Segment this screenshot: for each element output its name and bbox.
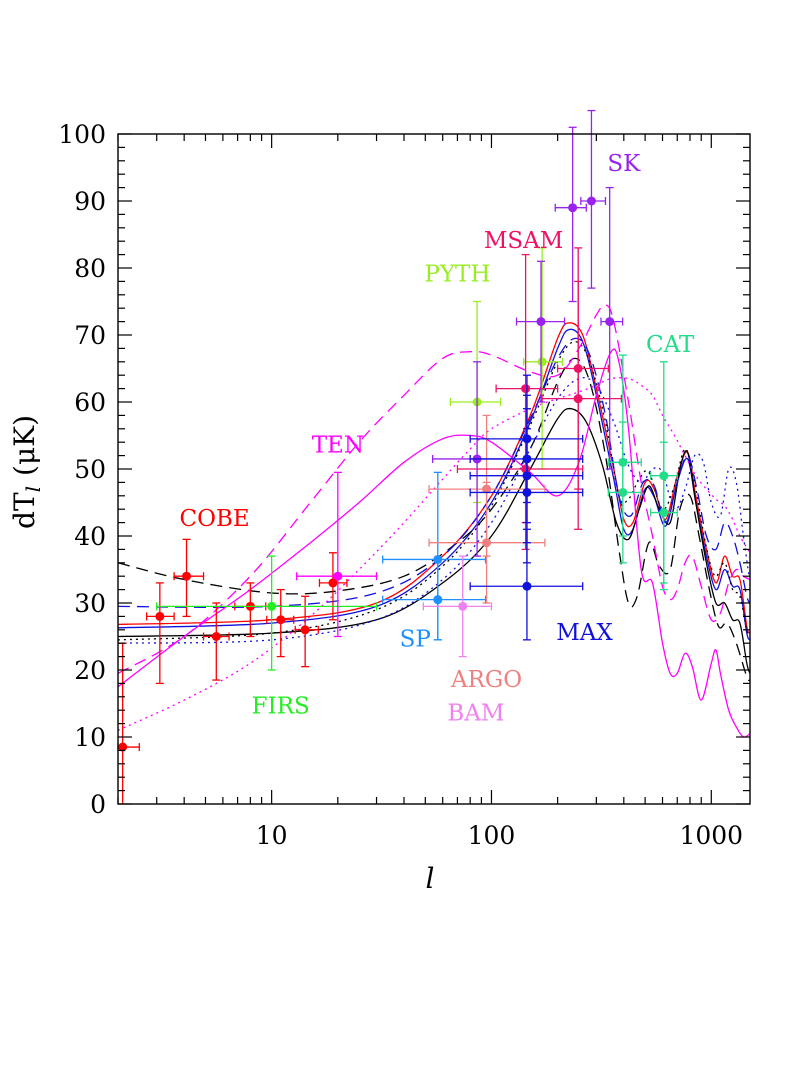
model-curve-9 [118, 304, 750, 674]
experiment-label-pyth: PYTH [424, 261, 490, 287]
y-tick-label-0: 0 [90, 790, 106, 819]
experiment-label-cat: CAT [646, 332, 695, 358]
cobe-point-3 [173, 538, 205, 618]
ten-marker-1 [333, 571, 343, 581]
y-axis-label-main: dT [8, 492, 41, 529]
y-tick-label-40: 40 [74, 522, 106, 551]
model-curves [118, 304, 750, 738]
y-axis-label-unit: (μK) [8, 415, 41, 476]
experiment-argo [428, 414, 546, 604]
sk-point-3 [554, 126, 587, 303]
cobe-point-4 [202, 602, 230, 681]
sk-point-2 [515, 260, 566, 403]
y-tick-label-100: 100 [58, 120, 106, 149]
sp-point-1 [382, 471, 487, 641]
msam-point-3 [556, 247, 609, 490]
cat-point-2 [607, 421, 642, 564]
y-tick-label-70: 70 [74, 321, 106, 350]
y-tick-label-20: 20 [74, 656, 106, 685]
model-curve-8 [118, 348, 750, 738]
model-curve-5 [118, 341, 750, 641]
y-tick-label-80: 80 [74, 254, 106, 283]
experiment-firs [156, 555, 378, 671]
experiment-label-cobe: COBE [179, 506, 249, 532]
max-marker-4 [522, 487, 532, 497]
sk-marker-4 [586, 196, 596, 206]
experiment-sp [382, 471, 487, 641]
experiment-label-sk: SK [607, 151, 641, 177]
firs-marker-1 [267, 601, 277, 611]
sk-point-4 [580, 109, 607, 289]
max-marker-5 [522, 581, 532, 591]
cobe-point-2 [146, 582, 175, 685]
model-curve-4 [118, 357, 750, 682]
experiment-ten [296, 471, 378, 638]
experiment-cobe [117, 538, 348, 804]
cobe-marker-1 [118, 742, 128, 752]
model-curve-3 [118, 407, 750, 674]
experiment-bam [422, 555, 493, 658]
y-axis-label-subscript: l [21, 486, 45, 492]
plot-frame [117, 133, 751, 805]
experiment-label-sp: SP [400, 627, 431, 653]
bam-marker-1 [458, 601, 468, 611]
sk-marker-2 [536, 317, 546, 327]
pyth-marker-2 [537, 357, 547, 367]
model-curve-1 [118, 322, 750, 634]
sk-marker-5 [605, 317, 615, 327]
cobe-point-8 [318, 552, 348, 621]
cat-point-4 [650, 441, 678, 584]
experiment-data [117, 109, 678, 804]
msam-marker-4 [573, 394, 583, 404]
cobe-marker-8 [328, 578, 338, 588]
argo-point-2 [428, 481, 546, 604]
experiment-label-msam: MSAM [484, 228, 563, 254]
cobe-point-7 [294, 595, 319, 668]
experiment-cat [607, 354, 678, 591]
model-curve-2 [118, 328, 750, 641]
y-tick-label-60: 60 [74, 388, 106, 417]
experiment-label-ten: TEN [312, 432, 364, 458]
max-point-5 [469, 528, 584, 641]
y-tick-label-10: 10 [74, 723, 106, 752]
y-tick-label-90: 90 [74, 187, 106, 216]
experiment-label-argo: ARGO [450, 667, 522, 693]
bam-point-1 [422, 555, 493, 658]
cat-marker-2 [618, 487, 628, 497]
experiment-labels: COBE FIRS TEN SP ARGO BAM PYTH MSAM SK MAX CAT [179, 151, 694, 726]
y-tick-label-30: 30 [74, 589, 106, 618]
experiment-label-bam: BAM [447, 700, 504, 726]
cobe-marker-7 [300, 625, 310, 635]
msam-marker-2 [521, 464, 531, 474]
cobe-point-6 [266, 588, 295, 658]
cobe-point-5 [234, 582, 267, 638]
experiment-max [469, 374, 584, 641]
msam-point-4 [541, 280, 623, 530]
axes: 0 10 20 30 40 50 60 70 80 90 100 10 100 1000 [58, 120, 751, 850]
model-curve-10 [118, 377, 750, 731]
x-tick-label-1000: 1000 [679, 821, 743, 850]
x-tick-label-10: 10 [256, 821, 288, 850]
firs-point-1 [156, 555, 378, 671]
y-tick-label-50: 50 [74, 455, 106, 484]
x-tick-label-100: 100 [468, 821, 516, 850]
cat-marker-4 [659, 508, 669, 518]
cobe-marker-3 [182, 571, 192, 581]
cobe-marker-2 [155, 611, 165, 621]
cobe-marker-4 [211, 632, 221, 641]
sk-point-5 [600, 186, 624, 470]
x-axis-label: l [426, 862, 435, 895]
ten-point-1 [296, 471, 378, 638]
sk-marker-3 [568, 203, 578, 213]
y-axis-label: dTl (μK) [8, 415, 45, 529]
sp-marker-2 [433, 595, 443, 605]
model-curve-6 [118, 337, 750, 609]
cobe-marker-6 [276, 615, 286, 625]
experiment-label-firs: FIRS [252, 694, 310, 720]
argo-marker-2 [482, 538, 492, 548]
experiment-label-max: MAX [556, 620, 613, 646]
sp-point-2 [382, 558, 487, 641]
